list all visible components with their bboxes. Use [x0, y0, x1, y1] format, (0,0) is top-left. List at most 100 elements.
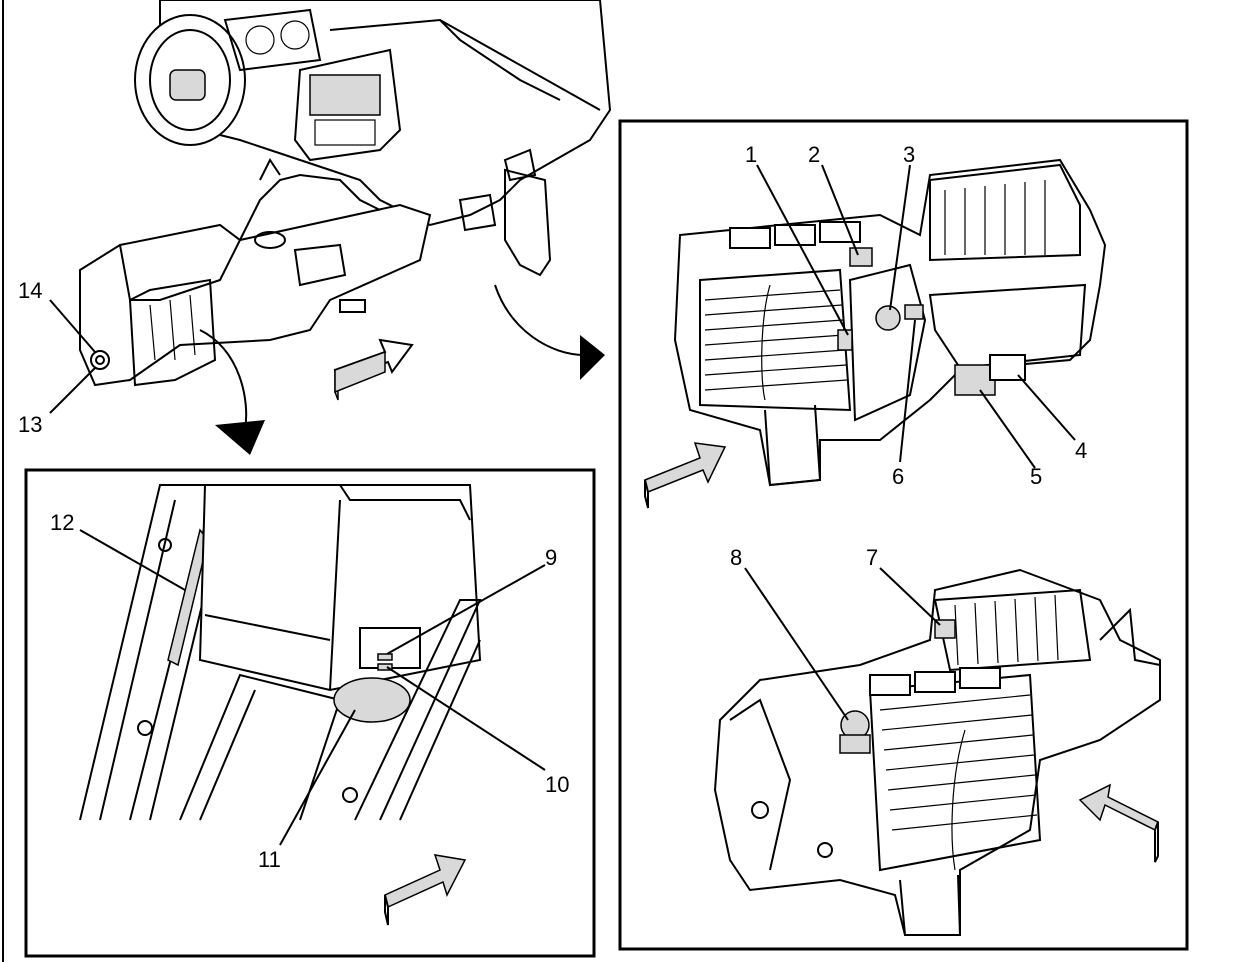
lower-case-side: [729, 698, 792, 871]
wiring-harness-lower: [951, 729, 966, 871]
console-top-lid: [119, 239, 241, 301]
blower-housing-lower: [933, 588, 1092, 672]
left-rail-hole: [158, 538, 172, 552]
front-direction-arrow-3-shade: [644, 479, 649, 509]
console-detail-panel-border: [24, 468, 596, 958]
cup-holder: [254, 231, 286, 249]
callout-14: 14: [18, 278, 42, 303]
leader-6: [899, 319, 916, 463]
callout-2: 2: [808, 142, 820, 167]
console-bin-divider: [329, 499, 341, 691]
leader-3: [889, 164, 911, 311]
console-floor-frame: [179, 673, 342, 821]
gauge-right: [280, 20, 310, 50]
callout-11: 11: [258, 847, 281, 872]
blower-motor: [954, 364, 996, 396]
console-side-slot: [339, 299, 366, 313]
retainer-10: [377, 663, 393, 671]
steering-wheel-inner: [149, 29, 231, 131]
leader-13: [49, 367, 96, 414]
arrow-to-hvac-module: [494, 284, 586, 356]
callout-4: 4: [1075, 438, 1087, 463]
glove-box-latch: [458, 193, 497, 232]
lower-port-1: [869, 674, 911, 696]
leader-7: [879, 567, 941, 626]
blower-housing: [929, 163, 1081, 262]
dash-top-line: [439, 19, 561, 101]
leader-14: [49, 299, 96, 353]
callout-8: 8: [730, 545, 742, 570]
duct-bracket: [359, 627, 421, 669]
evaporator-fins-lower: [879, 694, 1038, 831]
shifter-area: [239, 173, 381, 241]
left-rail: [79, 484, 217, 821]
drain-tube: [764, 404, 822, 487]
front-direction-arrow-1-face: [334, 350, 386, 394]
radio-display: [309, 74, 381, 116]
top-port-1: [729, 227, 771, 249]
recirc-connector: [839, 734, 871, 754]
right-rail: [354, 599, 482, 821]
leader-10: [386, 666, 546, 771]
rear-air-duct: [333, 677, 411, 723]
front-direction-arrow-4-shade: [1154, 821, 1159, 863]
actuator-section: [848, 263, 927, 422]
console-detail: [79, 484, 482, 926]
leader-2: [821, 164, 859, 256]
callout-13: 13: [18, 412, 42, 437]
hvac-panel-border: [618, 119, 1189, 951]
leader-9: [386, 564, 546, 655]
front-direction-arrow-4: [1078, 783, 1159, 832]
lower-port-3: [959, 667, 1001, 689]
leader-1: [756, 164, 849, 336]
door-frame: [504, 168, 552, 277]
callout-5: 5: [1030, 464, 1042, 489]
callout-3: 3: [903, 142, 915, 167]
callout-6: 6: [892, 464, 904, 489]
retainer-9: [377, 653, 393, 661]
mode-actuator: [875, 305, 901, 331]
hvac-module-bottom: [713, 568, 1161, 936]
leader-11: [279, 709, 356, 846]
leader-4: [1017, 374, 1076, 441]
callout-7: 7: [866, 545, 878, 570]
arrow-head-console-detail: [215, 420, 265, 455]
power-outlet: [90, 350, 110, 370]
lower-case-fitting: [751, 801, 769, 819]
blower-fins-lower: [954, 594, 1059, 666]
callout-9: 9: [545, 545, 557, 570]
evaporator-fins: [704, 289, 848, 391]
drain-tube-lower: [899, 874, 962, 936]
arrow-to-console-detail: [199, 329, 248, 431]
lower-case-flange: [1099, 607, 1161, 666]
instrument-cluster: [223, 8, 322, 72]
lower-case-bolt: [817, 842, 833, 858]
arrow-head-hvac-module: [580, 335, 605, 380]
front-direction-arrow-2-shade: [384, 894, 389, 926]
gear-shifter: [259, 158, 281, 181]
wiring-harness-top: [761, 284, 771, 401]
console-rear-slots: [149, 294, 196, 361]
left-rail-inner: [99, 499, 176, 821]
gauge-left: [245, 25, 275, 55]
temp-actuator: [904, 304, 924, 320]
front-direction-arrow-2: [384, 854, 467, 909]
power-outlet-inner: [95, 355, 105, 365]
left-rail-bolt: [137, 720, 153, 736]
steering-hub: [169, 69, 206, 101]
front-direction-arrow-3: [644, 442, 727, 494]
leader-12: [79, 529, 186, 591]
hvac-controls: [314, 119, 376, 146]
callout-12: 12: [50, 510, 74, 535]
console-bin-rim: [339, 484, 471, 521]
callout-1: 1: [745, 142, 757, 167]
floor-console: [79, 203, 432, 387]
console-floor-frame-inner: [199, 689, 256, 821]
vehicle-interior-overview: [79, 0, 612, 455]
console-side-panel: [293, 243, 347, 287]
right-rail-bolt: [342, 787, 358, 803]
right-rail-outer: [399, 639, 481, 821]
actuator-connector: [849, 247, 873, 267]
passenger-vent: [503, 148, 537, 182]
